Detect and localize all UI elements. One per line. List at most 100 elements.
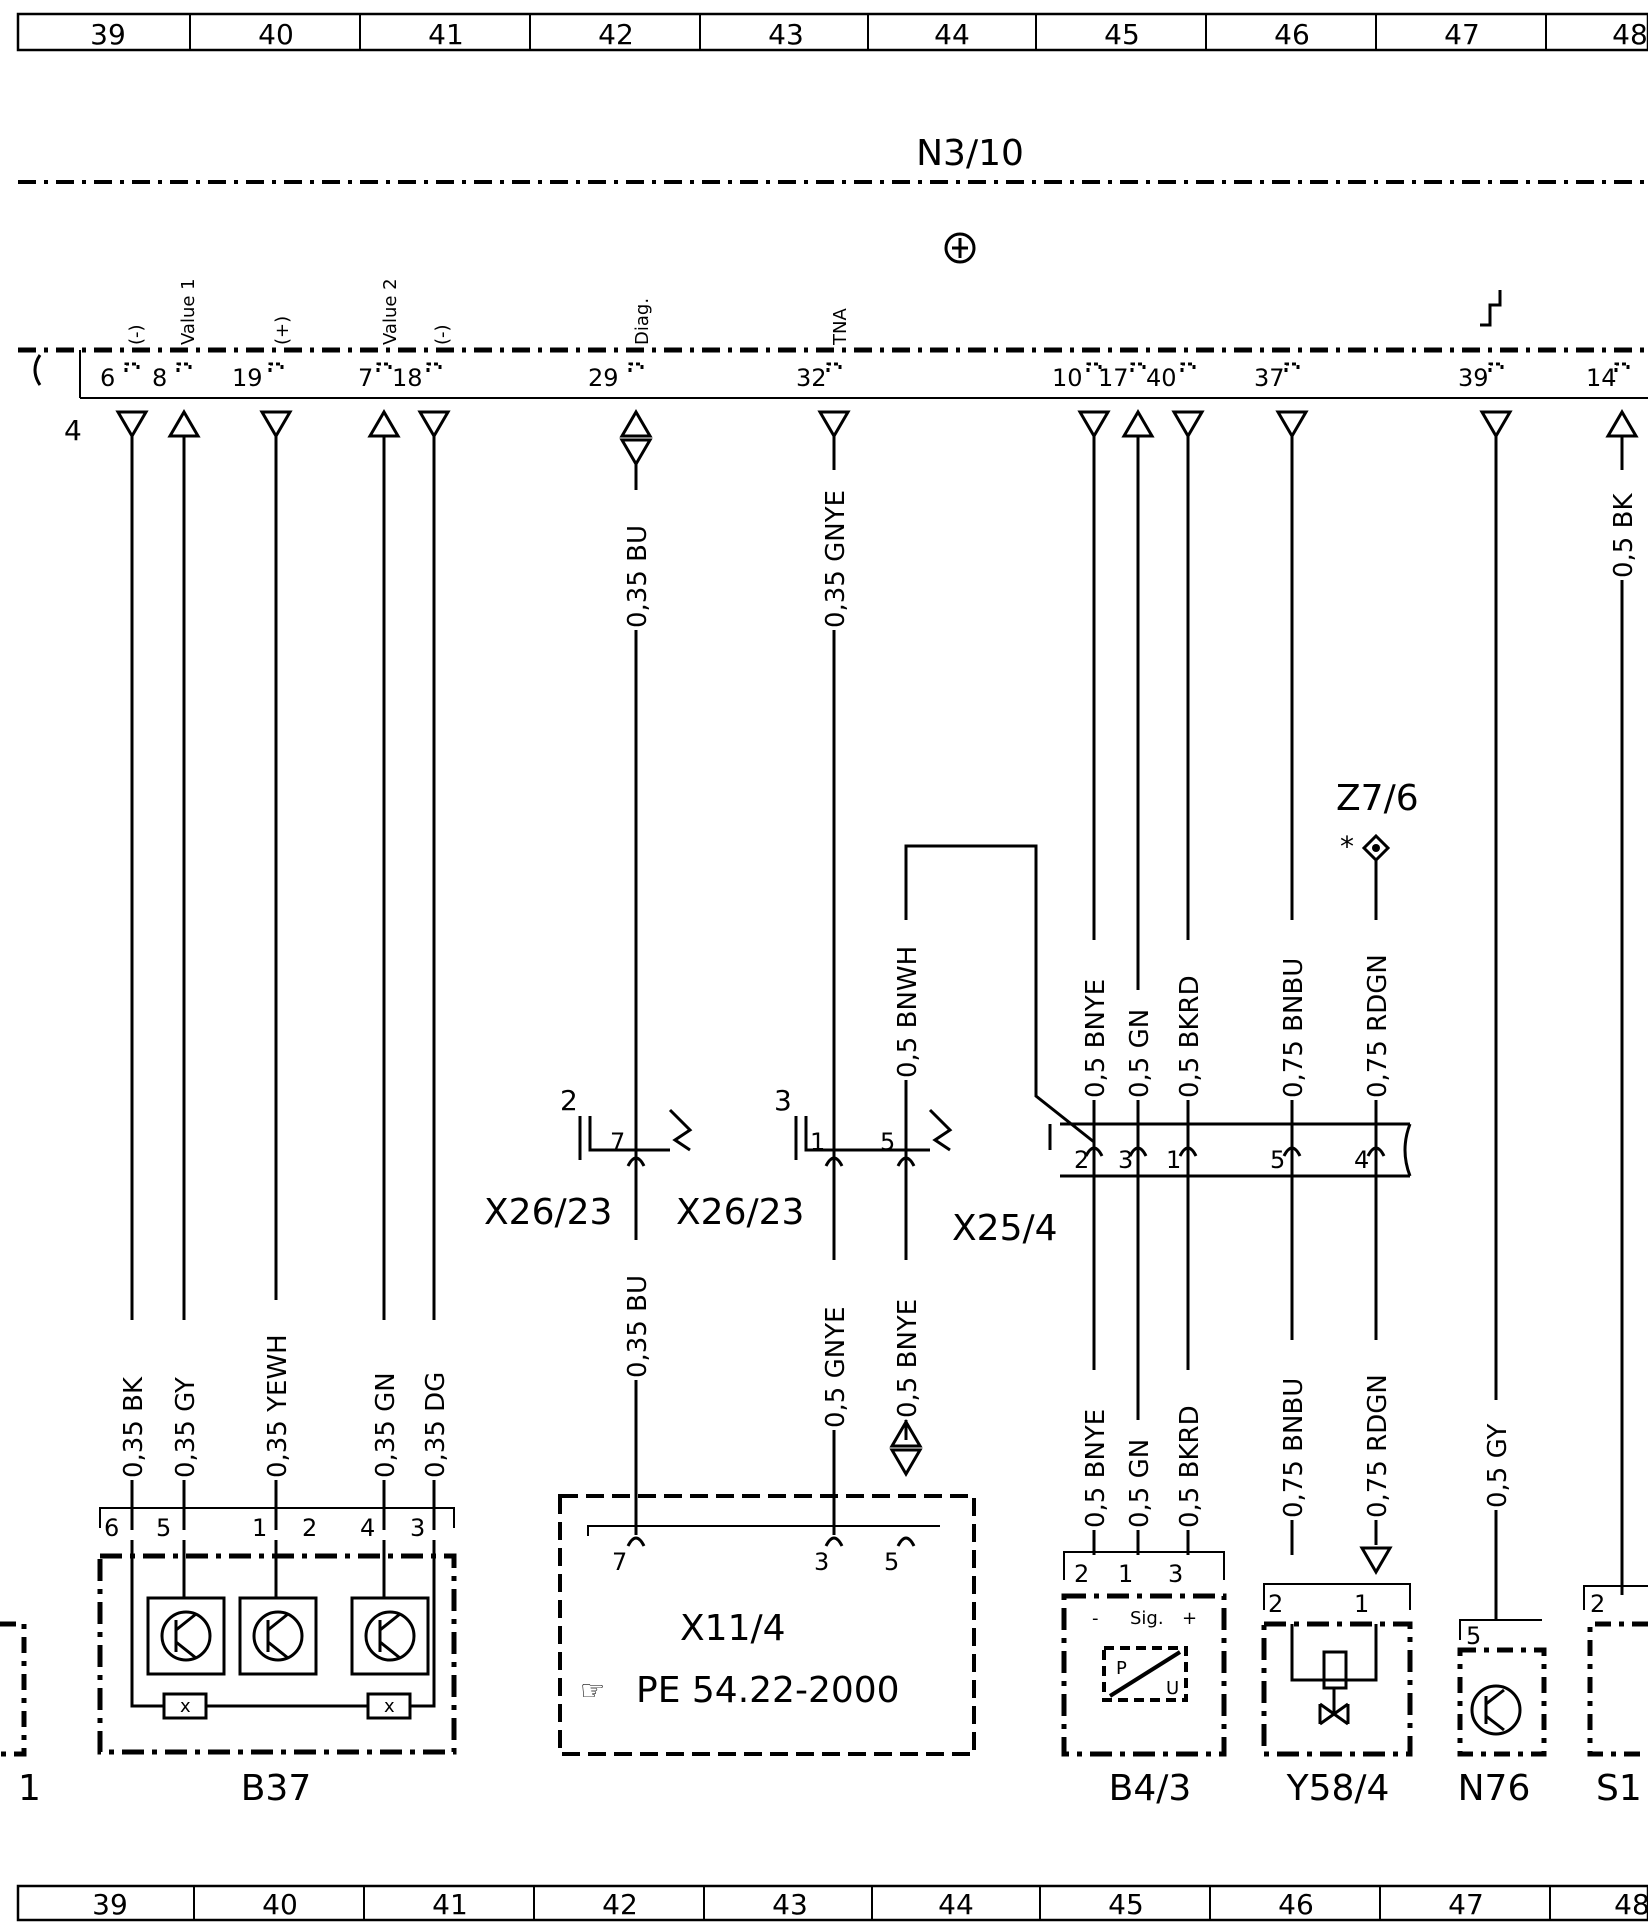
ground-z7-6: Z7/6 *	[1336, 778, 1419, 863]
connector-num: 3	[774, 1084, 792, 1117]
wire-labels: 0,35 BK 0,35 GY 0,35 YEWH 0,35 GN 0,35 D…	[118, 470, 1639, 1530]
pin-number: 32	[796, 364, 827, 392]
grid-top-label: 46	[1274, 18, 1310, 51]
b37-pin: 5	[156, 1514, 171, 1542]
grid-top-label: 47	[1444, 18, 1480, 51]
b37-multiplier: x	[180, 1696, 191, 1717]
grid-top-label: 42	[598, 18, 634, 51]
grid-bottom-label: 46	[1278, 1888, 1314, 1921]
pin-func-value2: Value 2	[380, 278, 401, 345]
component-b37: 6 5 1 2 4 3 x x B37	[97, 1507, 457, 1809]
b37-pin: 2	[302, 1514, 317, 1542]
pin-func-neg1: (-)	[126, 324, 147, 345]
b43-name: B4/3	[1109, 1768, 1192, 1809]
pin-number: 7	[358, 364, 373, 392]
component-y58-4: 2 1 Y58/4	[1261, 1546, 1413, 1809]
pin-number: 40	[1146, 364, 1177, 392]
connector-pin: 1	[810, 1128, 825, 1156]
n76-name: N76	[1458, 1768, 1531, 1809]
grid-top-label: 41	[428, 18, 464, 51]
b43-pin: 2	[1074, 1560, 1089, 1588]
ground-name: Z7/6	[1336, 778, 1419, 819]
component-x11-4: 7 3 5 X11/4 ☞ PE 54.22-2000	[558, 1420, 976, 1756]
wire-label: 0,5 GNYE	[821, 1306, 851, 1428]
pin-func-neg2: (-)	[432, 324, 453, 345]
grid-top-label: 40	[258, 18, 294, 51]
n76-pin: 5	[1466, 1622, 1481, 1650]
ground-symbol	[1361, 833, 1391, 863]
wire-label: 0,35 DG	[421, 1372, 451, 1478]
s1-name: S1	[1596, 1768, 1642, 1809]
x11-name: X11/4	[680, 1608, 786, 1649]
pin-func-diag: Diag.	[632, 298, 653, 345]
b43-pin: 3	[1168, 1560, 1183, 1588]
b37-pin: 4	[360, 1514, 375, 1542]
x11-pin: 3	[814, 1548, 829, 1576]
wire-label: 0,35 GN	[371, 1372, 401, 1478]
pin-number: 37	[1254, 364, 1285, 392]
connector-num: 2	[560, 1084, 578, 1117]
connector-pin: 3	[1118, 1146, 1133, 1174]
b37-pin: 6	[104, 1514, 119, 1542]
b37-multiplier: x	[384, 1696, 395, 1717]
grid-bottom-label: 42	[602, 1888, 638, 1921]
pin-glyphs	[116, 362, 1638, 466]
connector-label-x26-23: X26/23	[676, 1192, 804, 1233]
b37-pin: 1	[252, 1514, 267, 1542]
grid-top-label: 45	[1104, 18, 1140, 51]
module-n3-10: N3/10 4 (-) Value 1 (+) Value 2 (-) Diag…	[18, 133, 1648, 447]
grid-bottom-label: 43	[772, 1888, 808, 1921]
s1-pin: 2	[1590, 1590, 1605, 1618]
grid-top-label: 39	[90, 18, 126, 51]
x11-reference: PE 54.22-2000	[636, 1670, 900, 1711]
grid-top-label: 48	[1612, 18, 1648, 51]
grid-top: 39 40 41 42 43 44 45 46 47 48	[16, 12, 1648, 52]
grid-bottom-label: 45	[1108, 1888, 1144, 1921]
b43-terminal-sig: Sig.	[1130, 1608, 1164, 1629]
b43-terminal-minus: -	[1092, 1608, 1099, 1629]
pointing-hand-icon: ☞	[580, 1674, 605, 1707]
wire-label: 0,5 BNWH	[893, 946, 923, 1078]
wire-label: 0,5 BKRD	[1175, 975, 1205, 1098]
wire-label: 0,35 GNYE	[821, 490, 851, 628]
asterisk-mark: *	[1340, 830, 1354, 863]
pin-func-tna: TNA	[830, 308, 851, 346]
pin-number: 39	[1458, 364, 1489, 392]
pin-number: 6	[100, 364, 115, 392]
y584-name: Y58/4	[1286, 1768, 1390, 1809]
b43-voltage-label: U	[1166, 1678, 1179, 1699]
break-mark	[33, 354, 42, 386]
x11-pin: 7	[612, 1548, 627, 1576]
pin-number: 29	[588, 364, 619, 392]
pin-number: 10	[1052, 364, 1083, 392]
b37-name: B37	[241, 1768, 312, 1809]
grid-bottom-label: 48	[1614, 1888, 1648, 1921]
pin-number: 8	[152, 364, 167, 392]
wire-label: 0,5 GN	[1125, 1009, 1155, 1098]
left-cutoff-component: 1	[0, 1621, 41, 1809]
wire-label: 0,5 GN	[1125, 1439, 1155, 1528]
connector-pin: 7	[610, 1128, 625, 1156]
connector-pin: 4	[1354, 1146, 1369, 1174]
b43-terminal-plus: +	[1182, 1608, 1197, 1629]
wire-label: 0,35 BU	[623, 1275, 653, 1378]
connector-pin: 5	[880, 1128, 895, 1156]
x11-pin: 5	[884, 1548, 899, 1576]
connector-pin: 2	[1074, 1146, 1089, 1174]
pin-number: 19	[232, 364, 263, 392]
connectors	[578, 1108, 1412, 1178]
wire-label: 0,5 BK	[1609, 493, 1639, 578]
y584-pin: 2	[1268, 1590, 1283, 1618]
grid-bottom: 39 40 41 42 43 44 45 46 47 48	[16, 1884, 1648, 1922]
connector-pin: 5	[1270, 1146, 1285, 1174]
grid-bottom-label: 39	[92, 1888, 128, 1921]
grid-bottom-label: 47	[1448, 1888, 1484, 1921]
grid-top-label: 43	[768, 18, 804, 51]
b43-pressure-label: P	[1116, 1658, 1127, 1679]
wire-label: 0,75 BNBU	[1279, 958, 1309, 1098]
wire-label: 0,5 BNYE	[893, 1299, 923, 1418]
pin-number: 17	[1098, 364, 1129, 392]
wire-label: 0,5 BKRD	[1175, 1405, 1205, 1528]
connector-label-x25-4: X25/4	[952, 1208, 1058, 1249]
wire-label: 0,5 BNYE	[1081, 1409, 1111, 1528]
